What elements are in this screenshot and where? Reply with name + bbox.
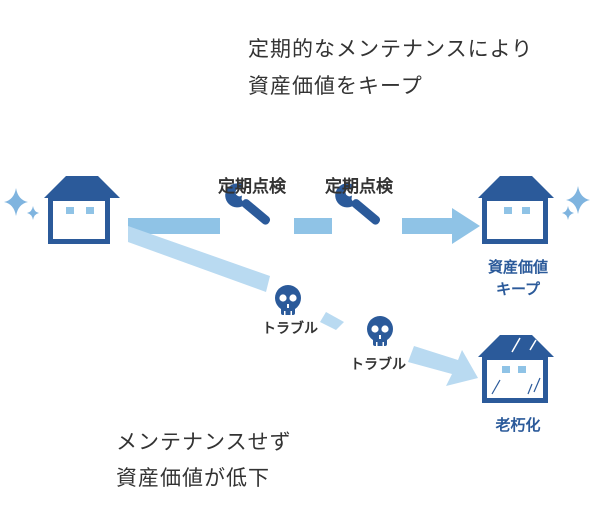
keep-label-line1: 資産価値: [487, 258, 548, 276]
top-caption-line1: 定期的なメンテナンスにより: [248, 37, 534, 61]
kept-house-icon: [478, 176, 554, 244]
trouble-label-2: トラブル: [350, 357, 406, 373]
keep-label-line2: キープ: [495, 280, 541, 298]
arrow-segment-3: [402, 208, 480, 244]
maintenance-path: [128, 208, 480, 244]
top-caption-line2: 資産価値をキープ: [248, 74, 423, 98]
sparkle-icon: [4, 188, 39, 220]
neglect-arrow-3: [408, 346, 478, 386]
neglect-path: [128, 226, 478, 386]
sparkle-icon: [562, 186, 590, 220]
bottom-caption-line1: メンテナンスせず: [116, 430, 292, 454]
wrench-icon: [335, 183, 381, 225]
skull-icon: [275, 285, 301, 315]
inspection-label-1: 定期点検: [218, 177, 286, 197]
neglect-arrow-1: [128, 226, 270, 292]
arrow-segment-1: [128, 218, 220, 234]
bottom-caption-line2: 資産価値が低下: [116, 466, 270, 490]
wrench-icon: [225, 183, 271, 225]
decayed-house-icon: [478, 335, 554, 403]
inspection-label-2: 定期点検: [325, 177, 393, 197]
skull-icon: [367, 316, 393, 346]
start-house-icon: [44, 176, 120, 244]
trouble-label-1: トラブル: [262, 321, 318, 337]
arrow-segment-2: [294, 218, 332, 234]
decay-label: 老朽化: [495, 416, 541, 434]
neglect-arrow-2: [320, 312, 344, 330]
